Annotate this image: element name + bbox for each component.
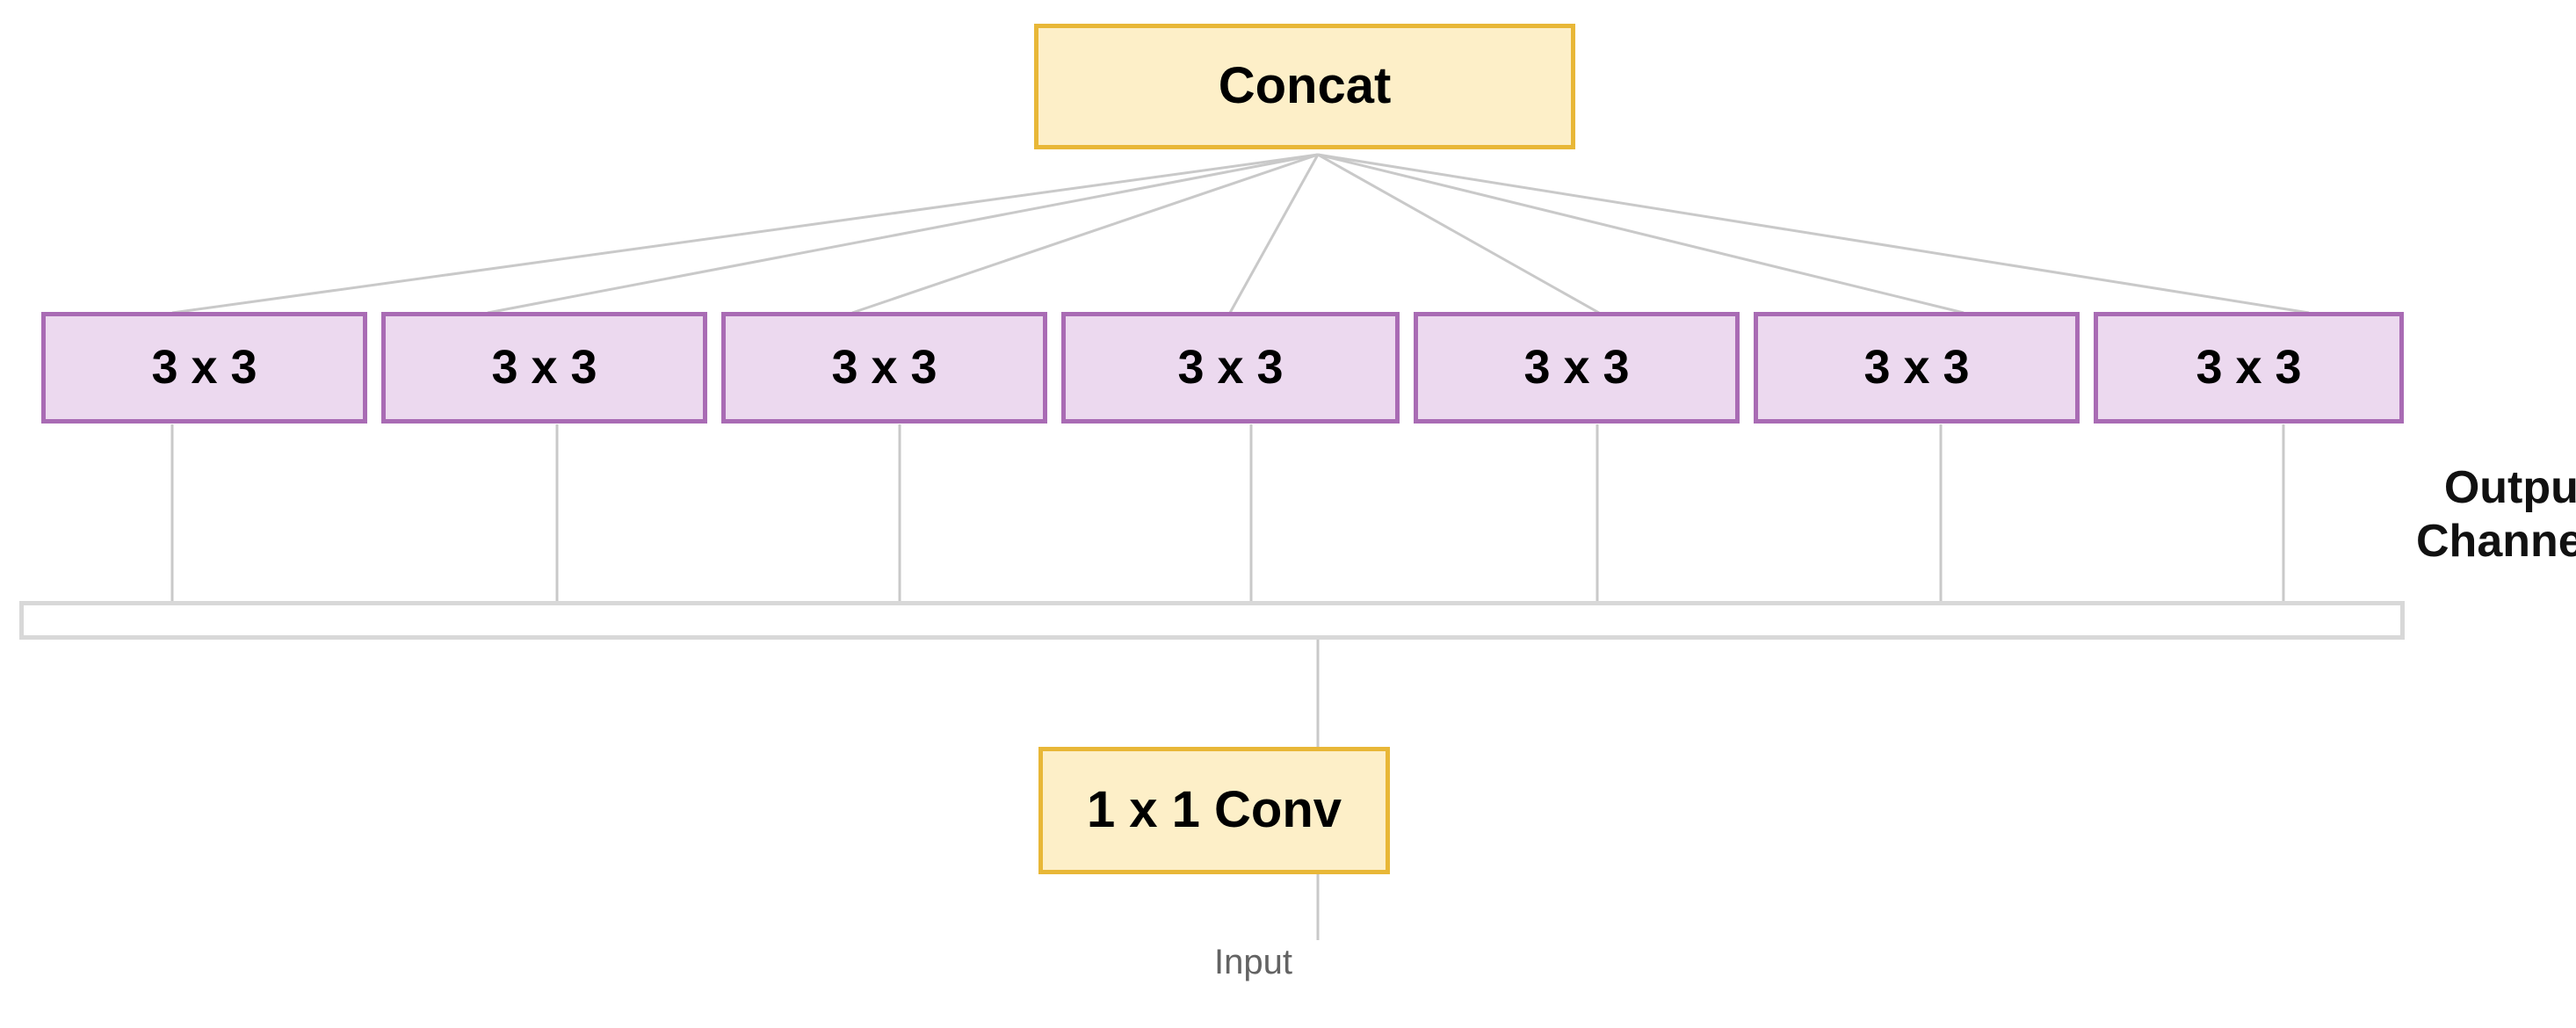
branch-node-label: 3 x 3 [1863,341,1970,395]
branch-node-label: 3 x 3 [2196,341,2302,395]
branch-node-3x3-1[interactable]: 3 x 3 [41,312,367,424]
branch-node-3x3-3[interactable]: 3 x 3 [721,312,1047,424]
conv-1x1-node[interactable]: 1 x 1 Conv [1038,747,1390,874]
branch-node-3x3-5[interactable]: 3 x 3 [1414,312,1740,424]
fanout-line-3 [851,153,1319,315]
concat-node[interactable]: Concat [1034,24,1575,149]
fanout-line-7 [1317,153,2310,315]
output-channels-label: Output Channels [2416,462,2576,568]
branch-node-label: 3 x 3 [151,341,257,395]
concat-node-label: Concat [1218,57,1392,115]
branch-node-label: 3 x 3 [1523,341,1630,395]
branch-stem-lines [170,424,2285,601]
fanout-line-2 [487,153,1319,315]
branch-node-3x3-7[interactable]: 3 x 3 [2094,312,2404,424]
branch-node-label: 3 x 3 [1177,341,1284,395]
branch-node-3x3-6[interactable]: 3 x 3 [1754,312,2080,424]
branch-node-label: 3 x 3 [831,341,937,395]
fanout-line-4 [1228,154,1320,314]
branch-node-label: 3 x 3 [491,341,597,395]
output-channels-bar [19,601,2405,640]
concat-fanout-lines [171,153,2310,315]
fanout-line-1 [171,153,1319,315]
branch-node-3x3-4[interactable]: 3 x 3 [1061,312,1400,424]
fanout-line-6 [1317,153,1965,315]
conv-1x1-node-label: 1 x 1 Conv [1086,781,1342,839]
input-label: Input [1214,943,1292,981]
fanout-line-5 [1317,153,1600,315]
branch-node-3x3-2[interactable]: 3 x 3 [381,312,707,424]
